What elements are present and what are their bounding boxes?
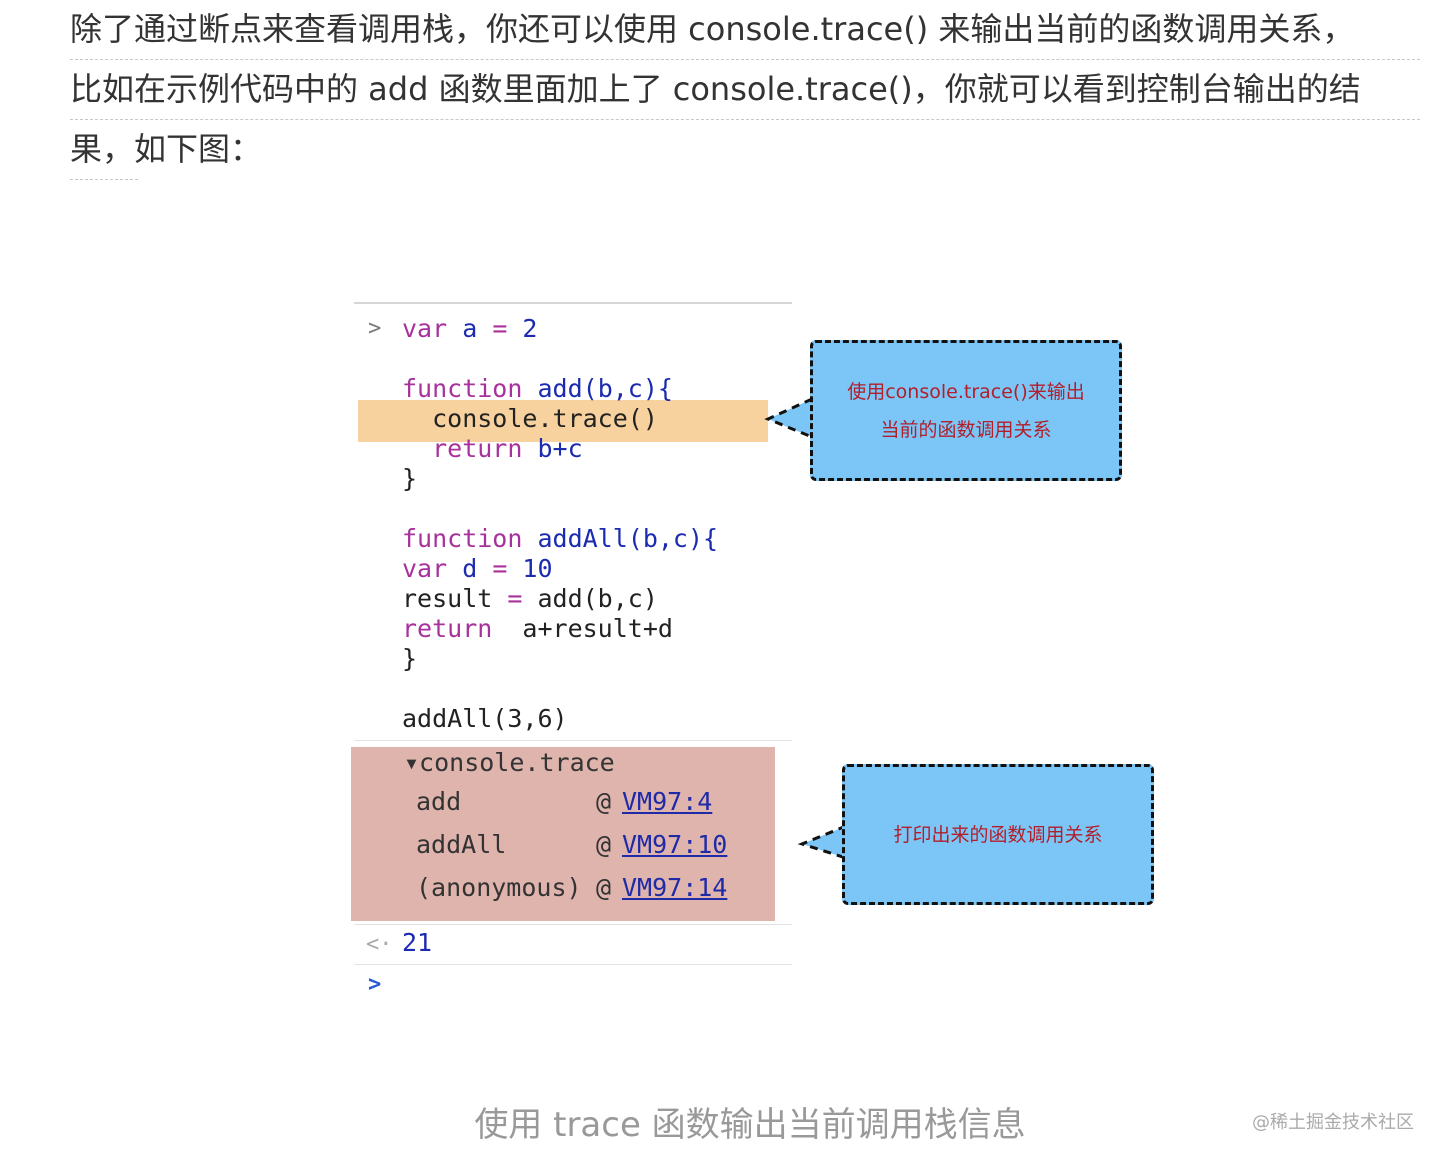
code-line-7: var d = 10 xyxy=(402,554,553,583)
devtools-console-screenshot: > var a = 2 function add(b,c){ console.t… xyxy=(351,302,792,1022)
console-top-divider xyxy=(354,302,792,304)
trace-header[interactable]: ▾console.trace xyxy=(404,748,615,777)
console-input-prompt-icon[interactable]: > xyxy=(368,972,382,997)
trace-at-sign: @ xyxy=(596,873,612,902)
code-line-6: function addAll(b,c){ xyxy=(402,524,719,553)
code-line-8: result = add(b,c) xyxy=(402,584,658,613)
trace-link-vm97-10[interactable]: VM97:10 xyxy=(622,830,728,859)
paragraph-line-2: 比如在示例代码中的 add 函数里面加上了 console.trace()，你就… xyxy=(70,60,1420,120)
code-line-10: } xyxy=(402,644,418,673)
trace-at-sign: @ xyxy=(596,830,612,859)
return-value: 21 xyxy=(402,928,433,957)
code-line-3: console.trace() xyxy=(402,404,658,433)
callout-1-line-1: 使用console.trace()来输出 xyxy=(847,380,1085,403)
trace-fn-anonymous: (anonymous) xyxy=(416,873,582,902)
code-line-5: } xyxy=(402,464,418,493)
intro-paragraph: 除了通过断点来查看调用栈，你还可以使用 console.trace() 来输出当… xyxy=(70,0,1420,180)
code-line-1: var a = 2 xyxy=(402,314,538,343)
trace-at-sign: @ xyxy=(596,787,612,816)
code-line-9: return a+result+d xyxy=(402,614,673,643)
figure-caption: 使用 trace 函数输出当前调用栈信息 xyxy=(474,1105,1026,1145)
watermark: @稀土掘金技术社区 xyxy=(1252,1112,1414,1133)
trace-fn-add: add xyxy=(416,787,462,816)
console-row-divider xyxy=(354,740,792,741)
console-row-divider xyxy=(354,964,792,965)
callout-1-line-2: 当前的函数调用关系 xyxy=(880,418,1052,441)
callout-trace-explanation: 使用console.trace()来输出 当前的函数调用关系 xyxy=(810,340,1122,481)
input-prompt-icon: > xyxy=(368,316,382,341)
return-value-icon: <· xyxy=(366,932,393,957)
trace-output-highlight xyxy=(351,747,775,921)
trace-line-highlight xyxy=(358,400,768,442)
paragraph-line-1: 除了通过断点来查看调用栈，你还可以使用 console.trace() 来输出当… xyxy=(70,0,1420,60)
code-line-11: addAll(3,6) xyxy=(402,704,568,733)
console-row-divider xyxy=(354,924,792,925)
trace-link-vm97-4[interactable]: VM97:4 xyxy=(622,787,713,816)
callout-2-pointer xyxy=(797,824,847,860)
code-line-2: function add(b,c){ xyxy=(402,374,673,403)
code-line-4: return b+c xyxy=(402,434,583,463)
callout-call-stack-output: 打印出来的函数调用关系 xyxy=(842,764,1154,905)
trace-fn-addall: addAll xyxy=(416,830,507,859)
callout-2-text: 打印出来的函数调用关系 xyxy=(893,823,1103,846)
paragraph-line-3: 果，如下图： xyxy=(70,120,262,180)
trace-link-vm97-14[interactable]: VM97:14 xyxy=(622,873,728,902)
callout-1-pointer xyxy=(764,397,813,439)
